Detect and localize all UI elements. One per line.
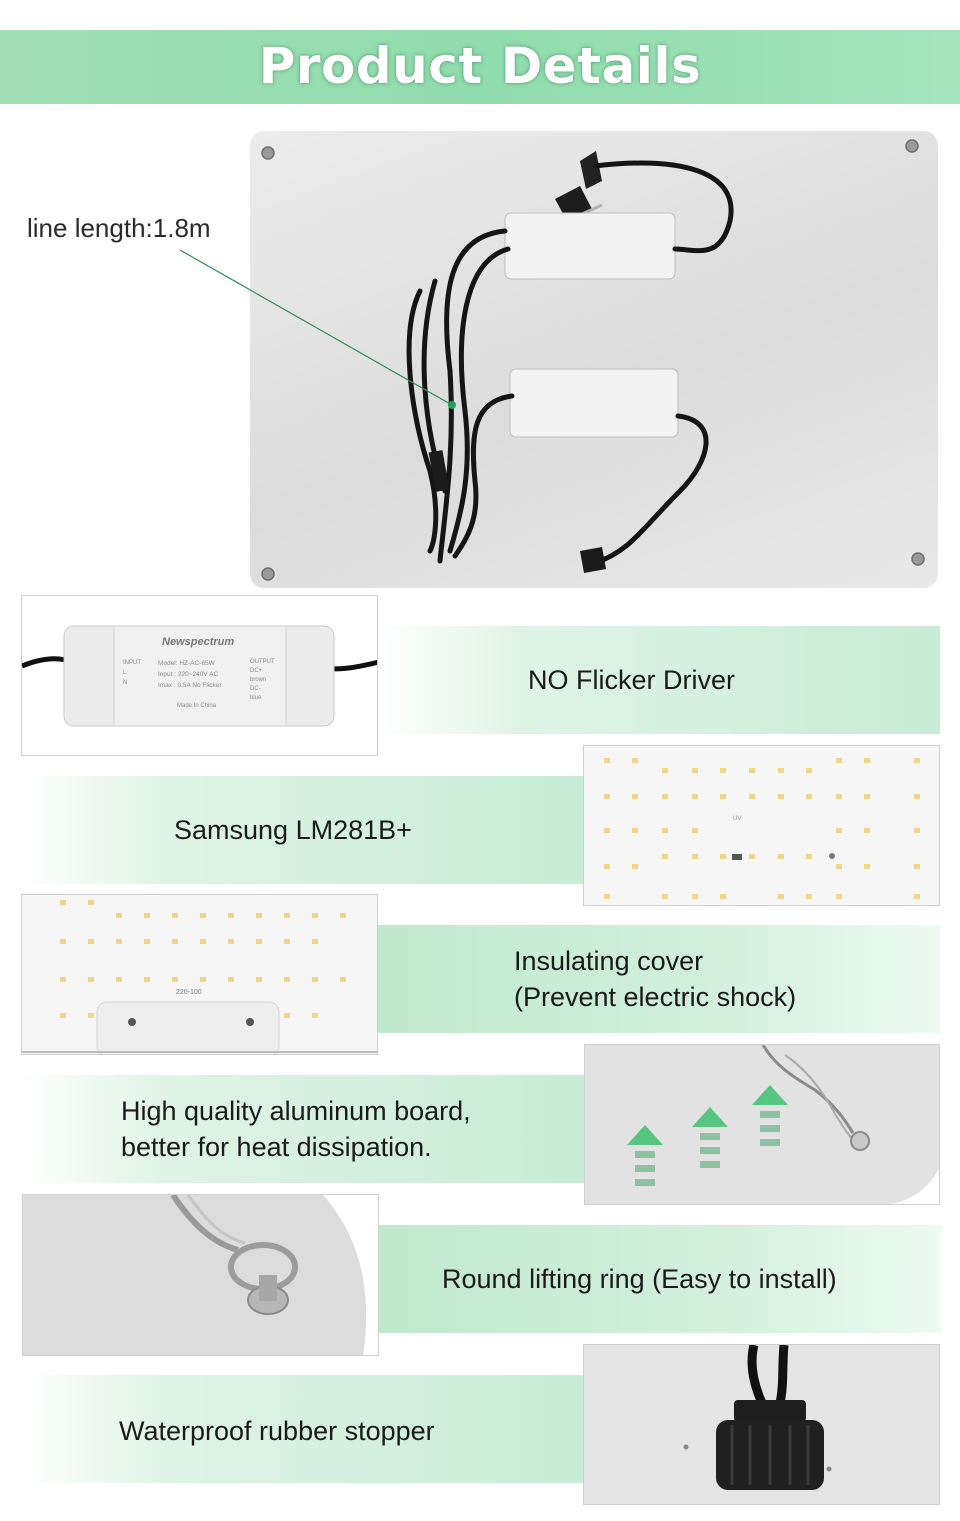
page-title: Product Details [258, 37, 702, 95]
line-length-label: line length:1.8m [27, 213, 211, 243]
feature-band-aluminum: High quality aluminum board, better for … [21, 1075, 584, 1183]
feature-band-ring: Round lifting ring (Easy to install) [379, 1225, 941, 1333]
panel-photo [250, 131, 938, 588]
feature-label-cover-line1: Insulating cover [514, 946, 704, 976]
driver-made: Made In China [177, 703, 217, 709]
driver-brand: Newspectrum [162, 636, 235, 648]
feature-label-cover-line2: (Prevent electric shock) [514, 982, 797, 1012]
feature-label-driver: NO Flicker Driver [528, 665, 735, 695]
lifting-ring-photo [22, 1194, 379, 1356]
feature-label-aluminum-line1: High quality aluminum board, [121, 1096, 471, 1126]
feature-label-aluminum: High quality aluminum board, better for … [121, 1093, 471, 1165]
header-banner: Product Details [0, 30, 960, 104]
feature-band-stopper: Waterproof rubber stopper [21, 1375, 583, 1483]
driver-specs: Model: HZ-AC-65W Input : 220~240V AC Ima… [158, 660, 222, 689]
uv-mark: UV [733, 816, 742, 822]
insulating-cover-photo: 220-100 [21, 894, 378, 1055]
aluminum-board-photo [584, 1044, 940, 1205]
feature-label-aluminum-line2: better for heat dissipation. [121, 1132, 432, 1162]
pointer-line [179, 249, 453, 406]
feature-label-ring: Round lifting ring (Easy to install) [442, 1264, 837, 1294]
led-board-photo: UV [583, 745, 940, 906]
feature-band-samsung: Samsung LM281B+ [21, 776, 583, 884]
rubber-stopper-photo [583, 1344, 940, 1505]
feature-label-stopper: Waterproof rubber stopper [119, 1416, 435, 1446]
driver-photo: Newspectrum Model: HZ-AC-65W Input : 220… [21, 595, 378, 756]
driver-input-tags: INPUT L N [123, 660, 141, 686]
feature-band-cover: Insulating cover (Prevent electric shock… [378, 925, 940, 1033]
feature-band-driver: NO Flicker Driver [378, 626, 940, 734]
feature-label-cover: Insulating cover (Prevent electric shock… [514, 943, 796, 1015]
heat-arrow-icons [627, 1085, 788, 1186]
board-code-mark: 220-100 [176, 989, 202, 996]
driver-output-tags: OUTPUT DC+ brown DC- blue [250, 659, 275, 701]
feature-label-samsung: Samsung LM281B+ [174, 815, 412, 845]
